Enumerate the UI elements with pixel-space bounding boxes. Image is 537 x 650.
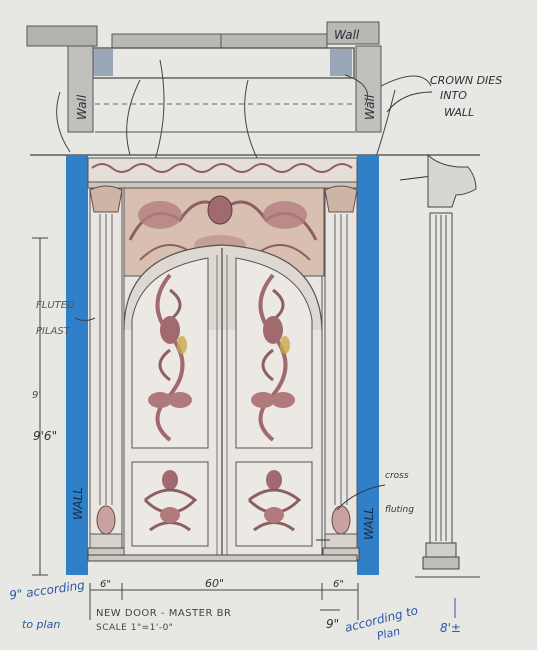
ornament-lower-left — [143, 470, 198, 532]
wall-right-blue — [357, 155, 379, 575]
width-left-label: 6" — [100, 579, 111, 590]
wall-label-left-vertical: Wall — [75, 94, 89, 120]
left-note-line-2: to plan — [22, 618, 60, 631]
wall-label-right-vertical: Wall — [363, 94, 377, 120]
ornament-upper-right — [251, 273, 295, 442]
pilaster-capital-left — [89, 185, 123, 213]
cross-label-2: fluting — [385, 505, 414, 515]
width-dimensions: 6" 60" 6" NEW DOOR - MASTER BR SCALE 1"=… — [89, 577, 359, 633]
dim-9-label: 9' — [32, 390, 41, 401]
transom-medallion — [207, 195, 233, 225]
ornament-upper-left — [148, 273, 192, 442]
pilaster-capital-right — [324, 185, 358, 213]
ornament-lower-right — [247, 470, 302, 532]
wall-left-blue — [66, 155, 88, 575]
height-dimension: FLUTED PILAST 9' 9'6" — [32, 237, 96, 576]
right-dim-label: 9" — [326, 617, 339, 631]
door-panel-lower-right — [235, 461, 313, 547]
width-right-label: 6" — [333, 579, 344, 590]
crown-note-line-2: INTO — [440, 89, 467, 102]
fluted-label-1: FLUTED — [36, 300, 75, 311]
height-label: 9'6" — [33, 429, 57, 443]
pilaster-side-profile — [415, 153, 480, 578]
caption-line-2: SCALE 1"=1'-0" — [96, 623, 173, 633]
wall-right-label: WALL — [362, 507, 376, 540]
crown-note-line-1: CROWN DIES — [430, 74, 502, 87]
far-right-dim-label: 8'± — [440, 621, 461, 635]
crown-note: CROWN DIES INTO WALL — [386, 74, 502, 181]
wall-label-top-right: Wall — [334, 28, 360, 42]
cross-fluting-note: cross fluting — [316, 471, 414, 541]
right-note-line-2: Plan — [376, 625, 402, 643]
width-main-label: 60" — [205, 577, 224, 590]
crown-note-line-3: WALL — [444, 106, 474, 119]
door-assembly — [87, 157, 360, 562]
wall-left-label: WALL — [71, 487, 85, 520]
lintel: Wall Wall — [30, 45, 480, 161]
caption-line-1: NEW DOOR - MASTER BR — [96, 608, 231, 619]
cross-label-1: cross — [385, 471, 409, 481]
fluted-label-2: PILAST — [36, 326, 71, 337]
header-beam: Wall — [26, 21, 380, 49]
